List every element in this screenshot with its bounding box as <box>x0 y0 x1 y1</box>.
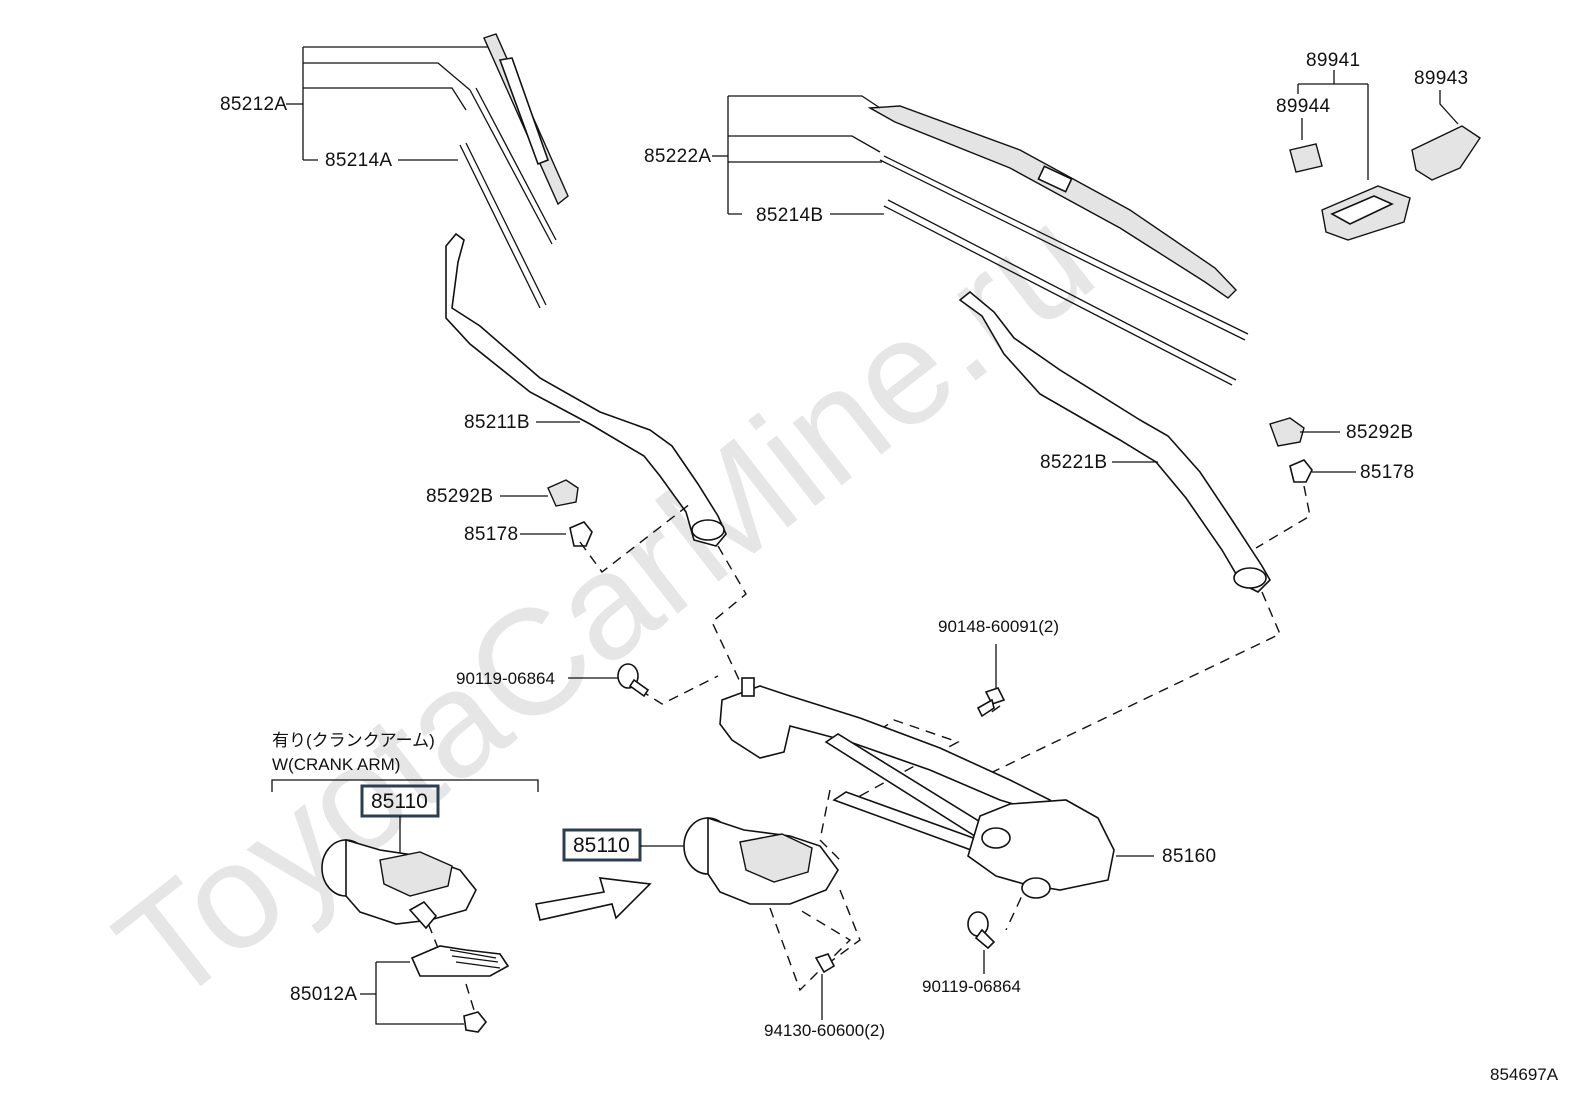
label-90119-right: 90119-06864 <box>922 977 1021 996</box>
nut-85178-left <box>569 521 593 547</box>
highlight-85110-b <box>562 828 642 862</box>
label-85178-left: 85178 <box>464 524 518 545</box>
bolt-90119-left <box>617 663 650 698</box>
label-89944: 89944 <box>1276 96 1330 117</box>
label-85178-right: 85178 <box>1360 462 1414 483</box>
label-85222A: 85222A <box>644 146 711 167</box>
nut-crank <box>463 1011 488 1033</box>
right-wiper-arm <box>958 290 1271 593</box>
label-85212A: 85212A <box>220 94 287 115</box>
label-90148: 90148-60091(2) <box>938 617 1059 636</box>
sensor-89941 <box>1321 185 1411 241</box>
label-85160: 85160 <box>1162 846 1216 867</box>
note-japanese: 有り(クランクアーム) <box>272 731 435 750</box>
label-85110-a: 85110 <box>371 790 428 813</box>
leader-89943 <box>1439 90 1459 125</box>
label-85214A: 85214A <box>325 150 392 171</box>
label-85292B-right: 85292B <box>1346 422 1413 443</box>
bolt-90148 <box>976 687 1006 718</box>
motor-85110 <box>683 816 839 905</box>
arrow-right <box>535 877 652 921</box>
cover-89943 <box>1411 125 1481 181</box>
figure-id: 854697A <box>1490 1065 1559 1084</box>
label-85012A: 85012A <box>290 984 357 1005</box>
note-bracket <box>271 779 539 792</box>
note-crank-arm: W(CRANK ARM) <box>272 755 400 774</box>
leader-85012A <box>360 961 464 1025</box>
nut-85178-right <box>1289 459 1313 483</box>
left-bracket-lines <box>302 46 488 161</box>
right-wiper-blade <box>867 105 1237 299</box>
cap-85292B-right <box>1269 417 1305 447</box>
label-85292B-left: 85292B <box>426 486 493 507</box>
sensor-pad-89944 <box>1289 143 1323 173</box>
cap-85292B-left <box>547 479 579 507</box>
label-85214B: 85214B <box>756 205 823 226</box>
left-wiper-arm <box>445 232 727 547</box>
nut-94130 <box>814 953 836 974</box>
label-85221B: 85221B <box>1040 452 1107 473</box>
leader-89941 <box>1297 70 1369 180</box>
label-85211B: 85211B <box>464 412 530 433</box>
label-90119-left: 90119-06864 <box>456 669 555 688</box>
crank-arm-85012A <box>410 945 510 977</box>
label-94130: 94130-60600(2) <box>764 1021 885 1040</box>
right-blade-rubber <box>879 155 1249 386</box>
left-blade-rubber <box>459 142 547 309</box>
label-89941: 89941 <box>1306 50 1360 71</box>
left-wiper-blade <box>469 33 569 245</box>
bolt-90119-right <box>967 911 996 950</box>
label-89943: 89943 <box>1414 68 1468 89</box>
motor-85110-with-crank <box>321 838 477 930</box>
wiper-linkage-85160 <box>719 677 1115 899</box>
label-85110-b: 85110 <box>573 834 630 857</box>
right-bracket-lines <box>727 95 882 215</box>
